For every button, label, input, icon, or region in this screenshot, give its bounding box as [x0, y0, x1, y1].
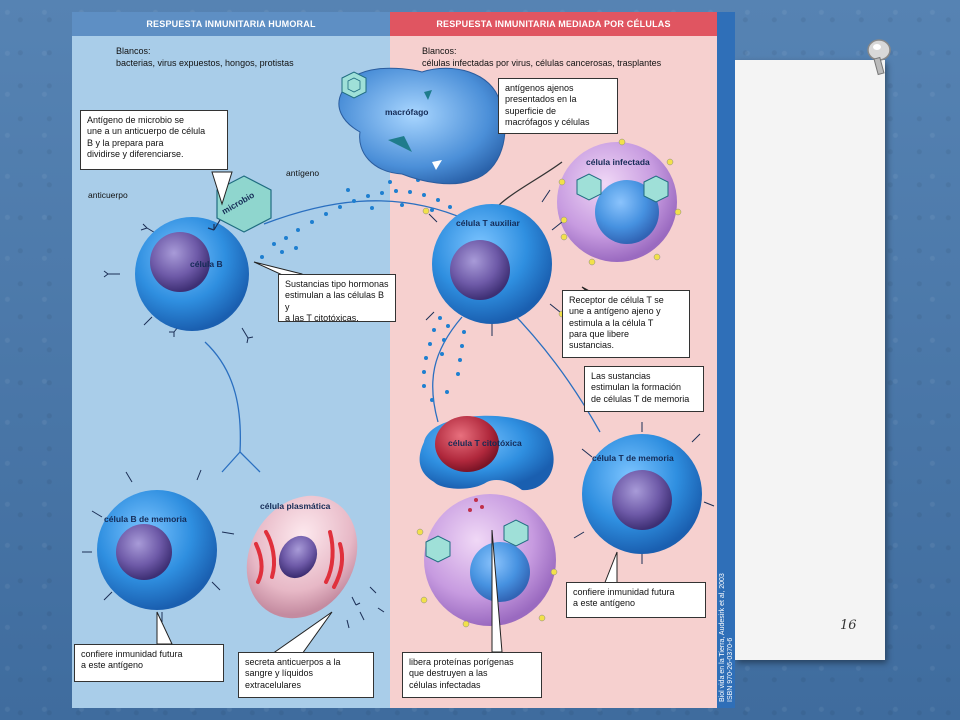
label-helper-t: célula T auxiliar	[456, 218, 520, 228]
callout-receptor: Receptor de célula T se une a antígeno a…	[562, 290, 690, 358]
signal-dots	[260, 178, 466, 402]
label-cytotoxic-t: célula T citotóxica	[448, 438, 522, 448]
callout-immunity-b: confiere inmunidad futura a este antígen…	[74, 644, 224, 682]
humoral-targets: Blancos: bacterias, virus expuestos, hon…	[116, 46, 294, 68]
b-cell	[103, 175, 272, 344]
memory-t-cell	[573, 422, 715, 564]
immune-response-figure: RESPUESTA INMUNITARIA HUMORAL RESPUESTA …	[72, 12, 735, 708]
callout-proteins: libera proteínas porígenas que destruyen…	[402, 652, 542, 698]
paper-sheet	[735, 60, 885, 660]
callout-immunity-t: confiere inmunidad futura a este antígen…	[566, 582, 706, 618]
source-credit: Biol vida en la Tierra, Audesirk et al, …	[719, 573, 734, 702]
label-memory-b: célula B de memoria	[104, 514, 187, 524]
label-memory-t: célula T de memoria	[592, 453, 674, 463]
label-infected-cell: célula infectada	[586, 157, 650, 167]
label-plasma-cell: célula plasmática	[260, 501, 331, 511]
side-strip	[717, 12, 735, 708]
cellular-header: RESPUESTA INMUNITARIA MEDIADA POR CÉLULA…	[390, 12, 717, 36]
infected-cell	[557, 138, 682, 266]
pushpin-icon	[867, 39, 891, 76]
memory-b-cell	[82, 469, 235, 622]
helper-t-cell	[422, 189, 568, 336]
diagram-art	[82, 67, 715, 655]
label-macrophage: macrófago	[385, 107, 429, 117]
callout-memory-formation: Las sustancias estimulan la formación de…	[584, 366, 704, 412]
cytotoxic-t-cell	[416, 415, 558, 628]
callout-antigen-microbe: Antígeno de microbio se une a un anticue…	[80, 110, 228, 170]
label-antibody: anticuerpo	[88, 190, 128, 200]
humoral-header: RESPUESTA INMUNITARIA HUMORAL	[72, 12, 390, 36]
callout-foreign-antigens: antígenos ajenos presentados en la super…	[498, 78, 618, 134]
label-antigen: antígeno	[286, 168, 320, 178]
macrophage-cell	[338, 67, 506, 185]
callout-antibodies: secreta anticuerpos a la sangre y líquid…	[238, 652, 374, 698]
plasma-cell	[246, 495, 385, 629]
label-b-cell: célula B	[190, 259, 223, 269]
cellular-targets: Blancos: células infectadas por virus, c…	[422, 46, 662, 68]
page-number: 16	[840, 618, 857, 633]
callout-hormones: Sustancias tipo hormonas estimulan a las…	[278, 274, 396, 323]
